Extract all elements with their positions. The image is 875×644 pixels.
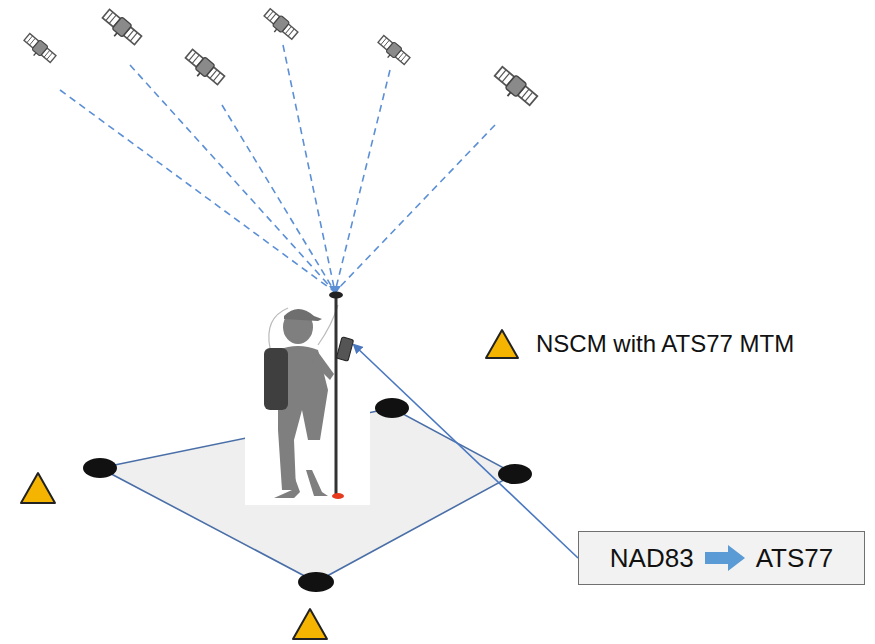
- legend-swatch: [484, 328, 520, 360]
- legend-row: NSCM with ATS77 MTM: [484, 328, 794, 360]
- box-text: NAD83: [610, 543, 694, 574]
- box-text: ATS77: [756, 543, 834, 574]
- transform-arrow: [704, 544, 746, 572]
- conversion-box: NAD83 ATS77: [578, 531, 865, 585]
- legend-text: NSCM with ATS77 MTM: [536, 330, 794, 358]
